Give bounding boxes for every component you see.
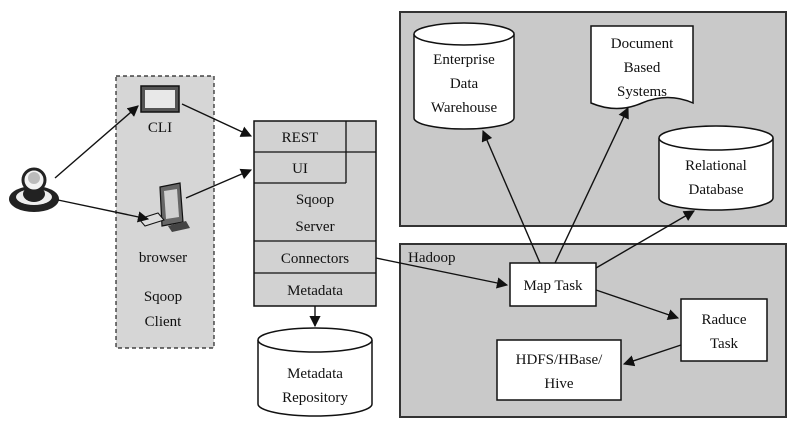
cli-monitor-icon xyxy=(140,85,180,113)
sqoop-client-title: Client xyxy=(145,314,182,330)
browser-label: browser xyxy=(139,250,187,266)
sqoop-client-title: Sqoop xyxy=(144,289,182,305)
arrow-map-to-warehouse xyxy=(481,129,541,264)
storage-label: HDFS/HBase/ xyxy=(516,352,604,368)
server-row-rest: REST xyxy=(282,130,319,146)
arrow-cli-to-rest xyxy=(181,103,253,137)
sqoop-server xyxy=(253,120,377,307)
relational-label: Relational xyxy=(685,158,747,174)
map-task-label: Map Task xyxy=(523,278,583,294)
document-label: Document xyxy=(611,36,674,52)
warehouse-label: Data xyxy=(450,76,479,92)
relational-database-cylinder xyxy=(658,125,774,211)
warehouse-label: Enterprise xyxy=(433,52,495,68)
warehouse-label: Warehouse xyxy=(431,100,498,116)
hadoop-title: Hadoop xyxy=(408,250,456,266)
storage-label: Hive xyxy=(544,376,574,392)
arrow-map-to-relational xyxy=(595,210,695,269)
relational-label: Database xyxy=(689,182,744,198)
document-label: Systems xyxy=(617,84,667,100)
repository-label: Metadata xyxy=(287,366,343,382)
reduce-task-box xyxy=(680,298,768,362)
metadata-repository-cylinder xyxy=(257,327,373,417)
arrow-user-to-cli xyxy=(54,105,139,179)
repository-label: Repository xyxy=(282,390,348,406)
reduce-task-label: Task xyxy=(710,336,739,352)
cli-label: CLI xyxy=(148,120,172,136)
server-row-server: Server xyxy=(295,219,334,235)
reduce-task-label: Raduce xyxy=(702,312,747,328)
computer-icon xyxy=(138,182,190,232)
arrow-browser-to-ui xyxy=(185,168,253,199)
document-systems-shape xyxy=(590,25,694,110)
server-row-connectors: Connectors xyxy=(281,251,349,267)
user-icon xyxy=(9,167,59,212)
server-row-metadata: Metadata xyxy=(287,283,343,299)
arrow-reduce-to-storage xyxy=(622,344,682,367)
map-task-box xyxy=(509,262,597,307)
server-row-ui: UI xyxy=(292,161,308,177)
server-row-sqoop: Sqoop xyxy=(296,192,334,208)
arrow-map-to-document xyxy=(554,106,629,264)
document-label: Based xyxy=(624,60,661,76)
arrow-user-to-browser xyxy=(57,199,150,223)
arrow-map-to-reduce xyxy=(595,289,680,321)
arrow-connectors-to-map xyxy=(375,257,509,289)
hdfs-hbase-hive-box xyxy=(496,339,622,401)
enterprise-warehouse-cylinder xyxy=(413,22,515,130)
